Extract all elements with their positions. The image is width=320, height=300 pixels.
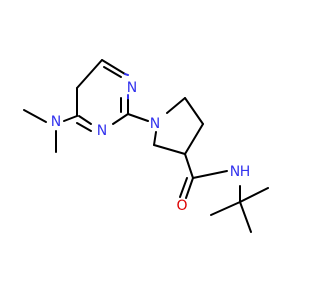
- bond: [184, 153, 194, 179]
- bond: [166, 97, 186, 114]
- atom-label-n: N: [97, 123, 107, 139]
- bond: [103, 66, 122, 78]
- bond: [210, 201, 241, 216]
- atom-label-n: N: [51, 114, 61, 130]
- bond: [184, 97, 204, 125]
- bond: [78, 115, 92, 125]
- bond: [239, 187, 269, 203]
- bond: [63, 115, 78, 122]
- bond: [153, 131, 157, 146]
- bond: [112, 113, 129, 125]
- bond: [23, 109, 47, 123]
- bond: [127, 113, 149, 122]
- atom-label-o: O: [176, 198, 187, 214]
- bond: [153, 144, 186, 155]
- atom-label-n: N: [127, 80, 137, 96]
- bond: [185, 177, 194, 199]
- bond: [124, 73, 129, 76]
- bond: [192, 170, 228, 179]
- atom-label-h: H: [240, 164, 251, 180]
- bond: [76, 59, 103, 89]
- bond: [184, 123, 204, 155]
- bond: [76, 122, 92, 132]
- bond: [239, 201, 252, 233]
- atom-label-n: N: [230, 164, 240, 180]
- molecule-structure: N N N N O N H: [23, 59, 269, 233]
- bond: [101, 59, 126, 75]
- atom-label-n: N: [150, 116, 160, 132]
- bond: [179, 177, 188, 198]
